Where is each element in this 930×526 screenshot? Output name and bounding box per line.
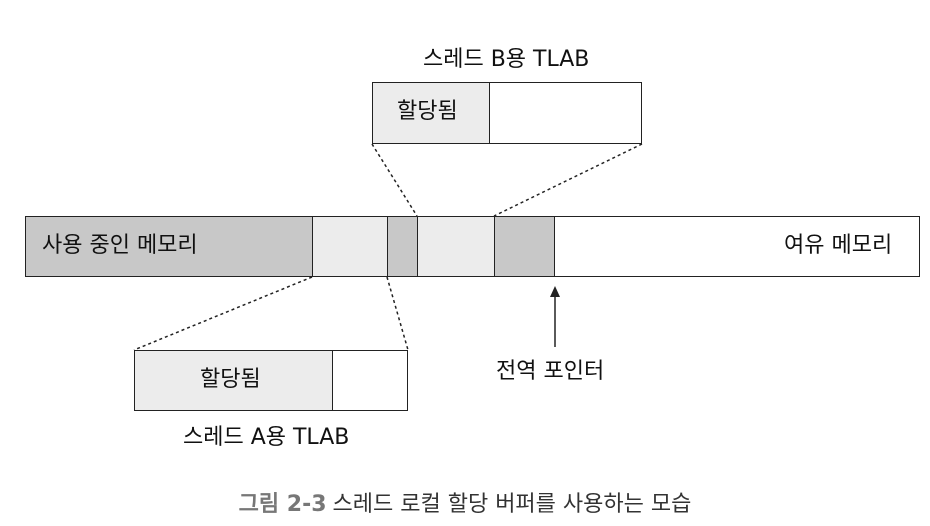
tlab-b-region-free — [494, 216, 555, 277]
free-memory-segment — [554, 216, 920, 277]
used-memory-segment — [25, 216, 313, 277]
tlab-b-left-connector — [371, 143, 418, 217]
tlab-a-free — [332, 350, 408, 411]
pointer-arrow-head — [550, 286, 560, 297]
tlab-a-left-connector — [133, 276, 313, 351]
tlab-b-title: 스레드 B용 TLAB — [423, 47, 590, 72]
tlab-a-title: 스레드 A용 TLAB — [183, 425, 350, 450]
tlab-a-region-free — [387, 216, 418, 277]
used-memory-label: 사용 중인 메모리 — [42, 233, 198, 258]
tlab-b-allocated-label: 할당됨 — [397, 99, 458, 124]
tlab-a-right-connector — [386, 276, 409, 351]
figure-caption-text: 스레드 로컬 할당 버퍼를 사용하는 모습 — [332, 492, 692, 517]
tlab-b-free — [489, 82, 642, 144]
figure-number: 그림 2-3 — [238, 492, 327, 517]
free-memory-label: 여유 메모리 — [784, 233, 893, 258]
global-pointer-label: 전역 포인터 — [496, 359, 605, 384]
tlab-a-allocated-label: 할당됨 — [200, 367, 261, 392]
tlab-b-right-connector — [493, 143, 643, 217]
